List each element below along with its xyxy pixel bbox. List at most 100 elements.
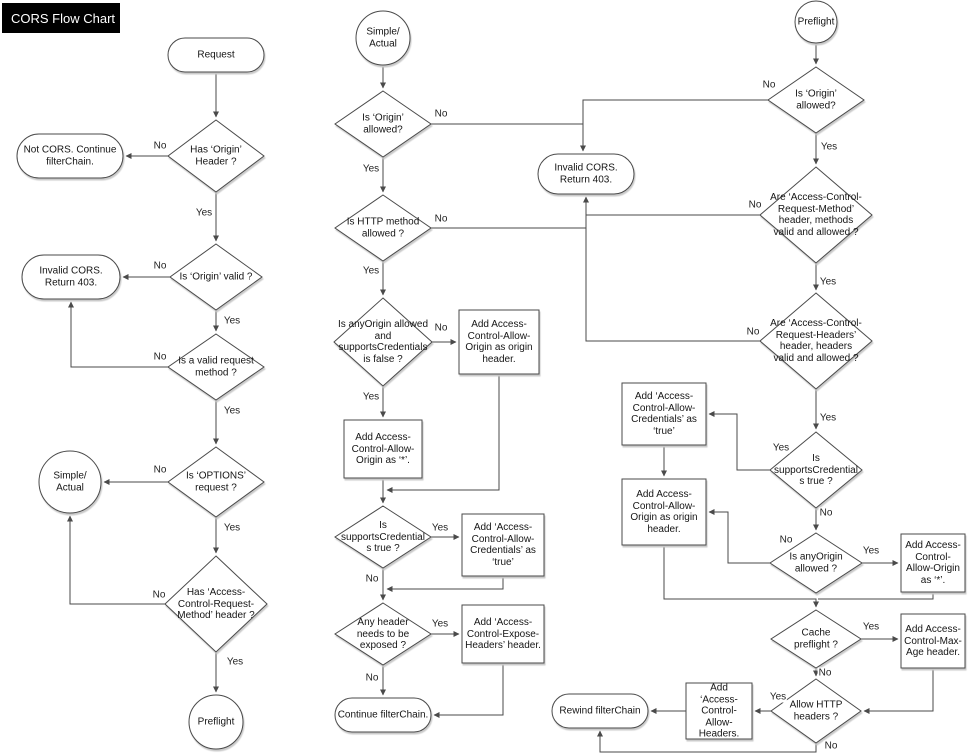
chart-title: CORS Flow Chart [2,3,120,33]
process-r-add-origin-star: Add Access-Control-Allow-Origin as ‘*’. [905,540,961,586]
decision-r-acrh-valid: Are ‘Access-Control-Request-Headers’ hea… [770,318,862,364]
invalid-cors-mid-shape [537,153,635,195]
edge-label-no: No [364,573,380,585]
decision-r-supports-cred: Is supportsCredentials true ? [774,452,858,487]
process-m-add-credentials-true: Add ‘Access-Control-Allow-Credentials’ a… [470,522,536,568]
edge-label-no: No [433,108,449,120]
preflight-left-shape [188,694,244,750]
edge-label-no: No [152,260,168,272]
edge-label-no: No [761,79,777,91]
edge-label-yes: Yes [222,315,242,327]
edge-label-no: No [151,589,167,601]
process-r-add-max-age: Add Access-Control-Max-Age header. [904,623,962,658]
edge-label-yes: Yes [361,163,381,175]
edge-label-yes: Yes [771,442,791,454]
r-acrh-valid-shape [759,292,873,390]
edge-label-no: No [433,213,449,225]
edge-label-yes: Yes [225,656,245,668]
edge-label-yes: Yes [861,545,881,557]
r-add-origin-header-shape [621,478,707,546]
edge-label-no: No [778,534,794,546]
m-anyorigin-cred-shape [333,297,433,387]
connector-simple-actual-mid: Simple/ Actual [366,26,400,50]
edge-label-no: No [152,464,168,476]
edge-r-supportscred-yes [708,411,770,471]
decision-m-origin-allowed: Is ‘Origin’ allowed? [362,112,404,136]
decision-has-acrm-header: Has ‘Access-Control-Request-Method’ head… [177,586,255,621]
continue-filterchain-shape [334,697,432,733]
rewind-filterchain-shape [551,693,649,729]
edge-validmethod-no [68,301,168,368]
m-is-origin-allowed-shape [334,90,432,158]
terminal-continue-filterchain: Continue filterChain. [337,709,429,721]
terminal-not-cors: Not CORS. Continue filterChain. [23,144,117,168]
edge-label-no: No [823,740,839,752]
m-is-http-method-shape [334,194,432,262]
decision-m-anyorigin-cred-false: Is anyOrigin allowed and supportsCredent… [337,319,429,365]
edge-m-exposeheaders-merge [433,663,504,718]
simple-actual-left-shape [38,450,102,514]
edge-m-originheader-merge [386,374,500,493]
edge-m-originallowed-no [431,123,586,152]
process-r-add-credentials-true: Add ‘Access-Control-Allow-Credentials’ a… [631,391,697,437]
simple-actual-mid-shape [355,10,411,66]
process-r-add-origin-header: Add Access-Control-Allow-Origin as origi… [630,489,698,535]
m-add-credentials-shape [461,513,545,577]
r-add-origin-star-shape [900,533,966,593]
r-anyorigin-allowed-shape [769,532,863,594]
decision-r-cache-preflight: Cache preflight ? [794,627,838,651]
edge-r-maxage-to-allowhttp [863,668,934,714]
terminal-invalid-cors-mid: Invalid CORS. Return 403. [554,162,618,186]
decision-is-valid-method: Is a valid request method ? [178,355,254,379]
edge-label-no: No [745,326,761,338]
decision-is-options-request: Is ‘OPTIONS’ request ? [185,470,246,494]
edge-label-yes: Yes [818,276,838,288]
m-add-origin-header-shape [458,309,540,375]
edge-label-yes: Yes [768,691,788,703]
decision-r-origin-allowed: Is ‘Origin’ allowed? [795,88,837,112]
edge-label-yes: Yes [430,522,450,534]
process-r-add-allow-headers: Add ‘Access-Control-Allow-Headers. [698,682,740,740]
r-supports-cred-shape [769,431,863,509]
node-request: Request [197,49,235,61]
edge-r-acrh-no [585,228,760,342]
edge-label-yes: Yes [361,391,381,403]
connector-lines [67,43,934,753]
decision-r-allow-http-headers: Allow HTTP headers ? [789,699,843,723]
r-acrm-valid-shape [759,166,873,264]
process-m-add-origin-header: Add Access-Control-Allow-Origin as origi… [465,319,533,365]
decision-r-acrm-valid: Are ‘Access-Control-Request-Method’ head… [770,192,862,238]
m-add-expose-headers-shape [461,604,545,664]
has-acrm-header-shape [164,555,268,653]
edge-r-originheader-to-cache [663,545,819,608]
decision-m-http-method-allowed: Is HTTP method allowed ? [346,216,420,240]
edge-label-yes: Yes [194,207,214,219]
connector-preflight-left: Preflight [197,716,235,728]
edge-label-yes: Yes [222,405,242,417]
edge-m-httpmethod-no [431,196,589,229]
edge-label-yes: Yes [818,412,838,424]
request-shape [167,37,265,73]
edge-r-allowhttp-no [597,730,817,753]
m-add-origin-star-shape [343,419,423,479]
connector-preflight-right: Preflight [797,16,835,28]
has-origin-header-shape [167,119,265,193]
r-cache-preflight-shape [770,609,862,669]
edge-label-yes: Yes [361,265,381,277]
node-shapes [16,0,966,750]
decision-m-supports-cred: Is supportsCredentials true ? [341,519,425,554]
edge-label-no: No [152,140,168,152]
edge-hasacrm-no [67,515,165,605]
r-add-max-age-shape [900,613,966,669]
r-add-allow-headers-shape [685,682,753,740]
r-is-origin-allowed-shape [767,66,865,134]
edge-label-no: No [364,672,380,684]
is-valid-method-shape [167,333,265,401]
is-options-shape [167,446,265,518]
edge-label-yes: Yes [819,141,839,153]
edge-label-no: No [818,507,834,519]
edge-label-no: No [817,667,833,679]
edge-m-credentials-merge [386,576,504,592]
